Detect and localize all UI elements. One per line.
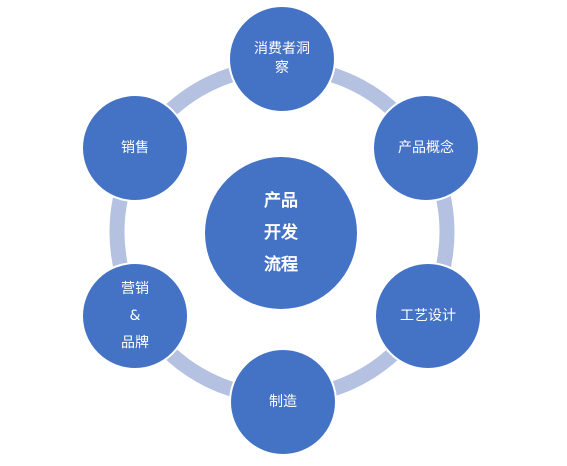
node-label-line: 制造 — [269, 393, 297, 410]
center-label-line: 开发 — [264, 223, 298, 243]
node-label-line: 察 — [275, 60, 289, 76]
node-consumer-insight: 消费者洞 察 — [228, 5, 336, 113]
node-process-design: 工艺设计 — [374, 262, 482, 370]
node-product-concept: 产品概念 — [372, 94, 480, 202]
node-label-line: 工艺设计 — [400, 307, 456, 324]
node-label-line: & — [129, 307, 141, 324]
node-label-line: 产品概念 — [398, 139, 454, 156]
center-label-line: 产品 — [264, 191, 298, 211]
node-manufacturing: 制造 — [229, 348, 337, 456]
node-sales: 销售 — [81, 94, 189, 202]
center-label-line: 流程 — [264, 255, 298, 275]
node-label-line: 销售 — [121, 139, 149, 156]
center-node-product-development-process: 产品 开发 流程 — [205, 157, 357, 309]
node-label-line: 品牌 — [121, 334, 149, 351]
node-marketing-brand: 营销 & 品牌 — [81, 262, 189, 370]
node-label-line: 营销 — [121, 280, 149, 297]
node-label-line: 消费者洞 — [254, 41, 310, 57]
